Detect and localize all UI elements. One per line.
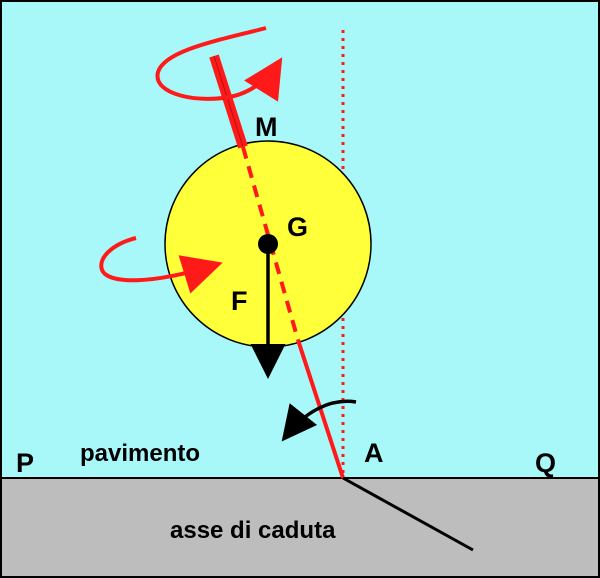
label-fall-axis: asse di caduta	[170, 517, 336, 544]
label-f: F	[231, 286, 248, 316]
axis-top-segment	[209, 54, 248, 149]
axis-top-outline	[213, 55, 244, 148]
label-p: P	[16, 448, 34, 478]
label-g: G	[287, 212, 308, 242]
center-of-gravity-point	[258, 234, 278, 254]
label-floor: pavimento	[80, 440, 200, 467]
disc-rotation-arrow	[99, 236, 223, 294]
label-a: A	[364, 438, 384, 468]
label-q: Q	[535, 448, 556, 478]
top-rotation-arrow	[155, 26, 283, 102]
label-m: M	[255, 112, 278, 142]
fall-rotation-arrow	[281, 399, 357, 442]
fall-axis-line	[342, 476, 474, 552]
floor-ground	[2, 478, 598, 576]
